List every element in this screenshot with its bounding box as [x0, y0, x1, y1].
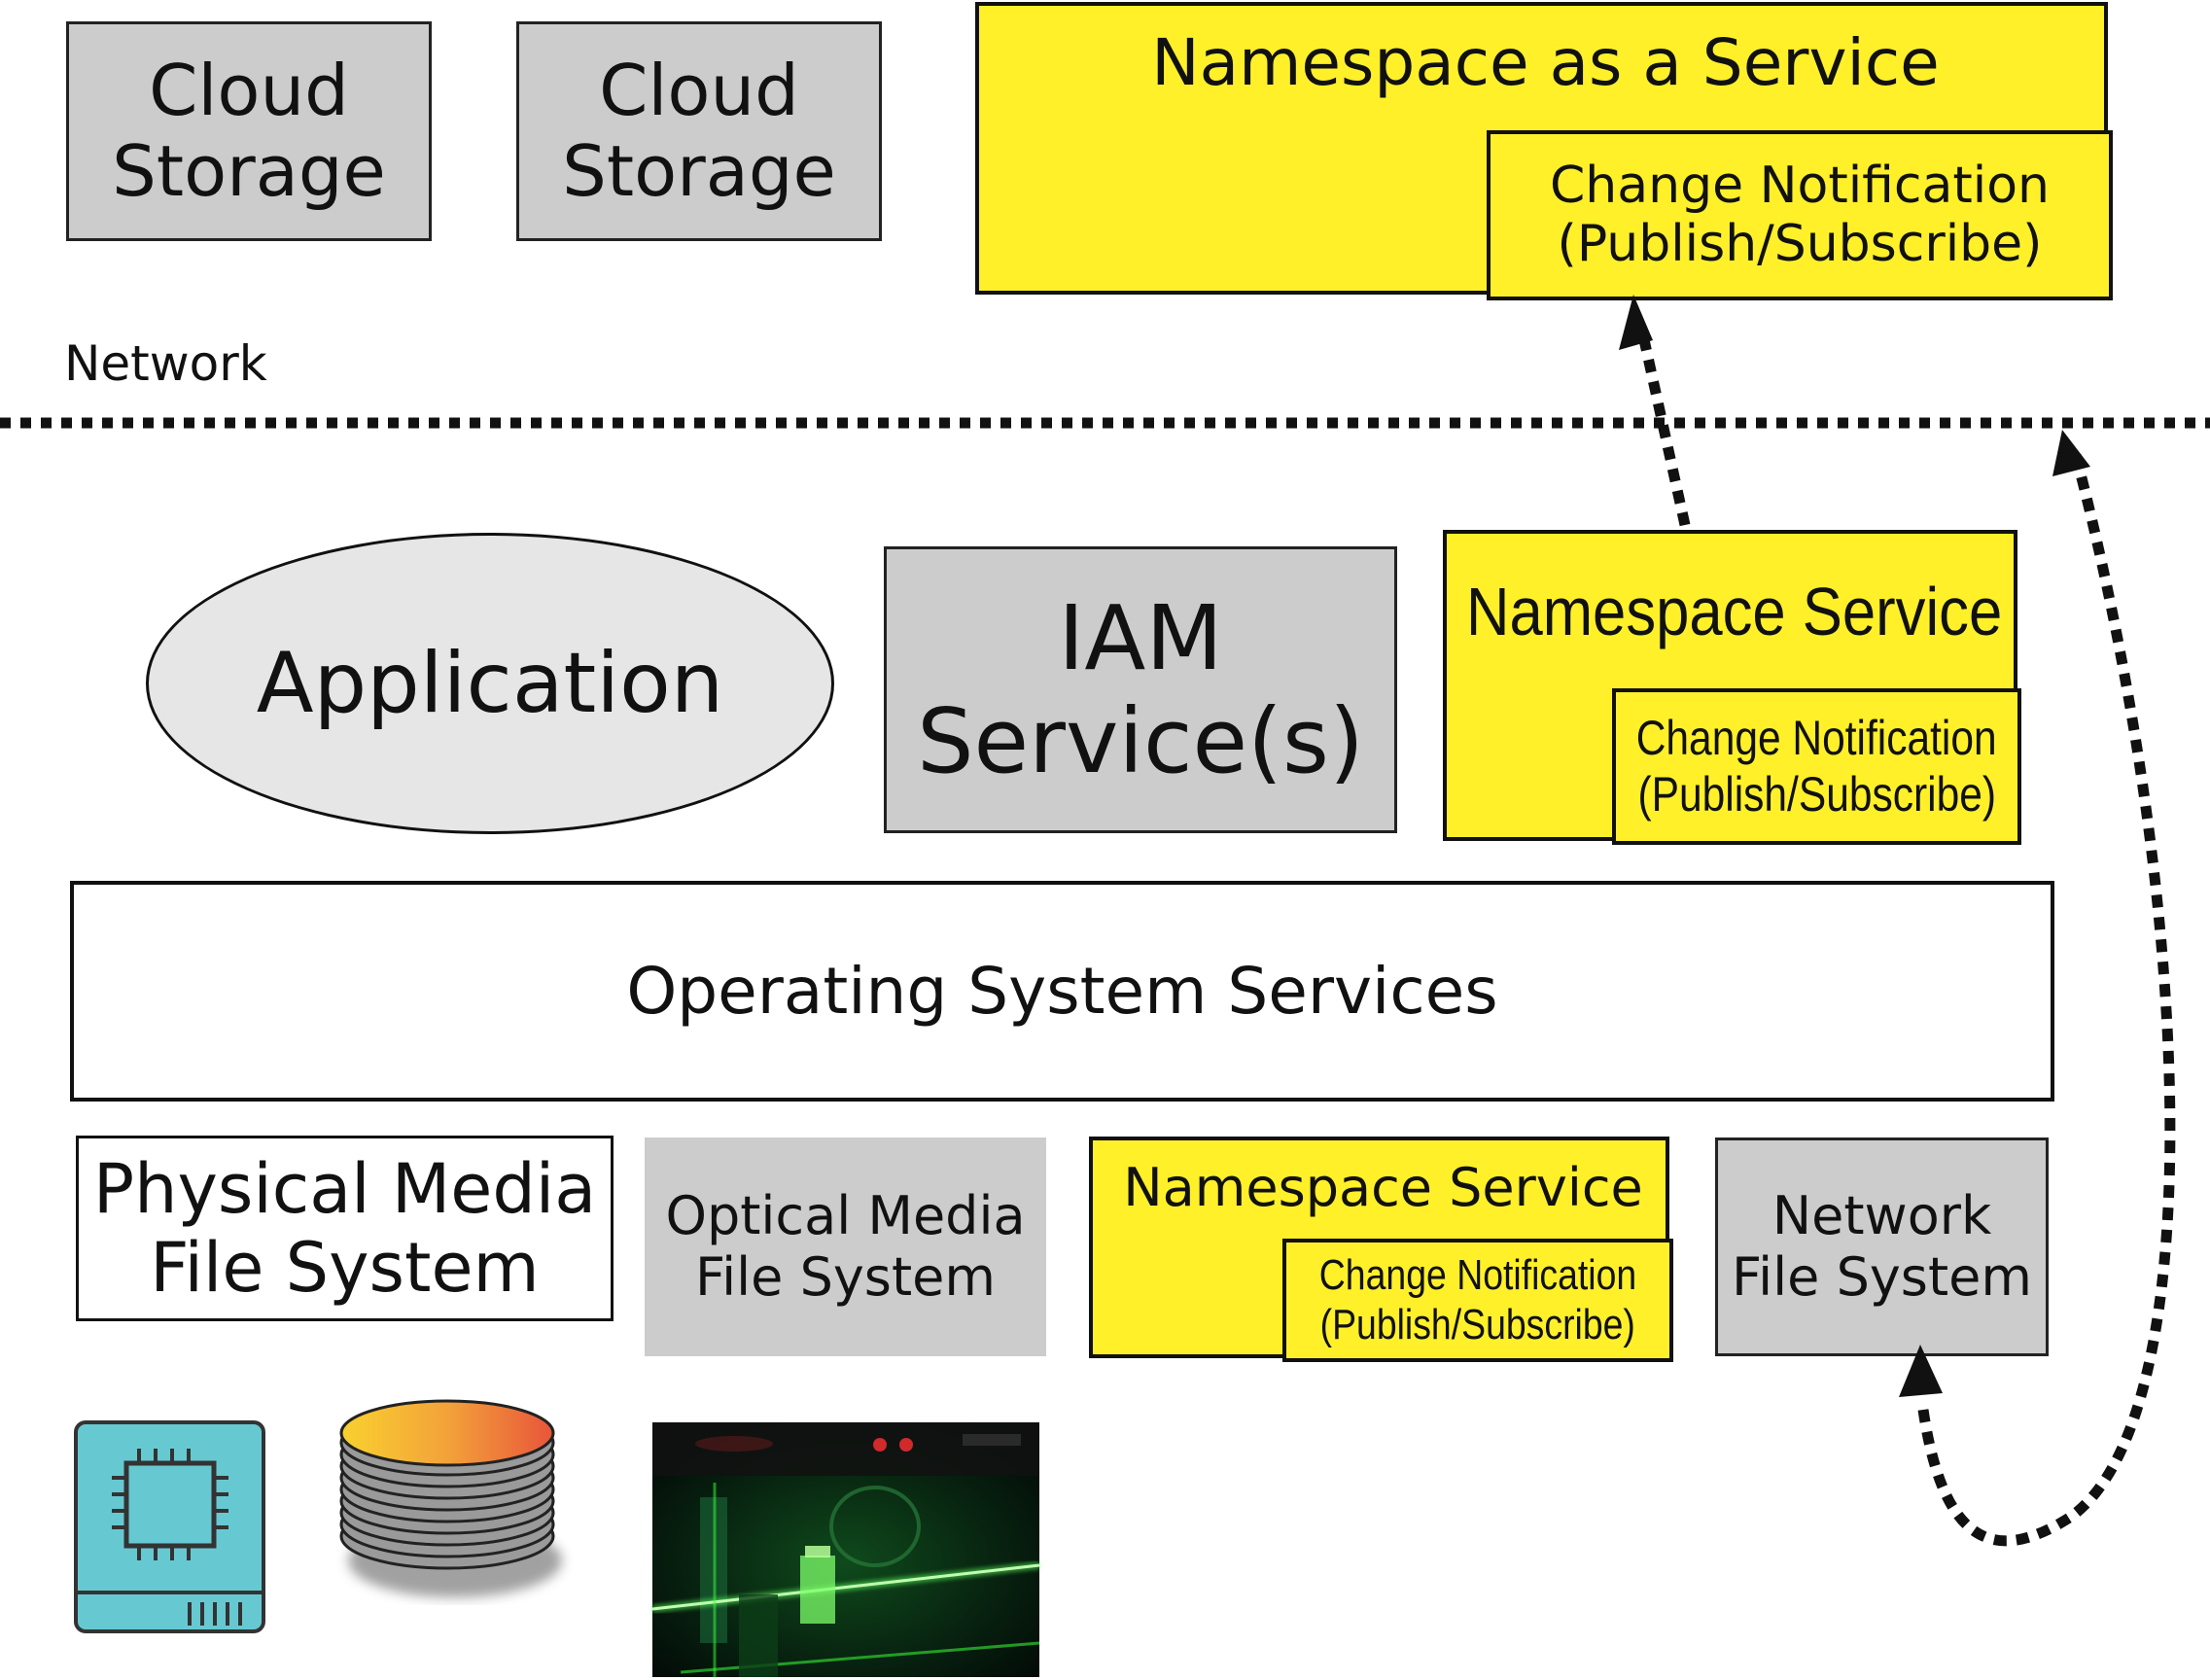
namespace-service-title: Namespace Service [1123, 1157, 1643, 1218]
cloud-storage-label-line1: Cloud [599, 50, 799, 132]
change-notification-box: Change Notification (Publish/Subscribe) [1487, 130, 2113, 300]
disk-stack-icon [339, 1399, 562, 1597]
namespace-service-title: Namespace Service [1466, 574, 2003, 649]
optical-laser-image [651, 1422, 1040, 1677]
publish-subscribe-label: (Publish/Subscribe) [1557, 214, 2043, 273]
namespace-as-a-service-box: Namespace as a Service Change Notificati… [975, 2, 2113, 300]
cloud-storage-box-1: Cloud Storage [66, 21, 432, 241]
change-notification-box: Change Notification (Publish/Subscribe) [1612, 688, 2021, 845]
physical-media-fs-box: Physical Media File System [76, 1136, 614, 1321]
file-system-label: File System [695, 1245, 996, 1308]
cloud-storage-box-2: Cloud Storage [516, 21, 882, 241]
optical-media-fs-box: Optical Media File System [645, 1138, 1046, 1356]
physical-media-label: Physical Media [92, 1149, 597, 1229]
operating-system-services-box: Operating System Services [70, 881, 2054, 1102]
cloud-storage-label-line2: Storage [112, 130, 386, 212]
cloud-storage-label-line1: Cloud [149, 50, 349, 132]
arrowhead-up [1619, 295, 1653, 350]
namespace-as-a-service-title: Namespace as a Service [1151, 25, 1940, 100]
optical-media-label: Optical Media [665, 1185, 1026, 1247]
change-notification-label: Change Notification [1550, 156, 2050, 215]
publish-subscribe-label: (Publish/Subscribe) [1319, 1300, 1636, 1348]
change-notification-label: Change Notification [1636, 711, 1997, 765]
network-label: Network [1772, 1185, 1992, 1247]
network-fs-box: Network File System [1715, 1138, 2049, 1356]
network-label: Network [64, 335, 267, 392]
iam-services-box: IAM Service(s) [884, 546, 1397, 833]
cloud-storage-label-line2: Storage [562, 130, 836, 212]
change-notification-label: Change Notification [1318, 1250, 1637, 1299]
iam-label: IAM [1058, 585, 1223, 690]
publish-subscribe-label: (Publish/Subscribe) [1637, 766, 1996, 822]
dotted-arrow-up [1637, 333, 1691, 527]
application-ellipse: Application [146, 533, 834, 834]
namespace-service-box-lower: Namespace Service Change Notification (P… [1089, 1137, 1673, 1362]
file-system-label: File System [1732, 1245, 2032, 1308]
services-label: Service(s) [917, 688, 1364, 793]
namespace-service-box: Namespace Service Change Notification (P… [1443, 530, 2021, 845]
arrowhead-network-line [2052, 430, 2090, 476]
operating-system-services-label: Operating System Services [626, 954, 1498, 1029]
dotted-curve-arrow [1917, 453, 2176, 1547]
change-notification-box: Change Notification (Publish/Subscribe) [1282, 1239, 1673, 1362]
application-label: Application [256, 635, 724, 732]
chip-icon [74, 1420, 265, 1633]
file-system-label: File System [150, 1227, 540, 1308]
arrowhead-network-fs [1899, 1345, 1943, 1397]
